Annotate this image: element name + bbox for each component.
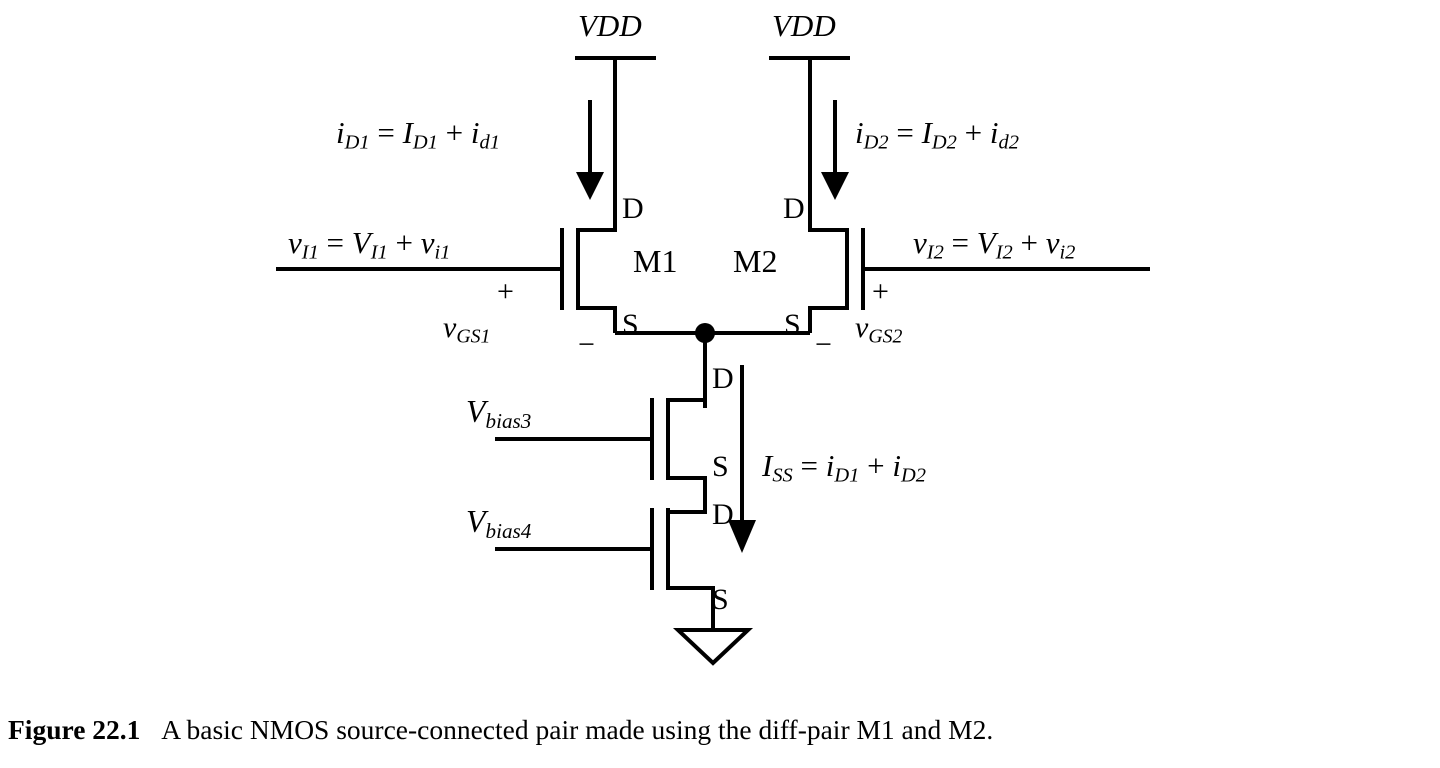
m4-drain-label: D [712,498,734,531]
id2-plus: + [964,115,983,150]
id1-equals: = [377,115,395,150]
id2-rhs2-sub: d2 [998,131,1019,154]
m3-drain-leg [668,398,707,408]
m3-drain-label: D [712,362,734,395]
iss-rhs2-var: i [892,448,901,483]
m4-source-leg [668,586,715,630]
vi1-rhs2-sub: i1 [434,241,451,264]
vbias3-label: Vbias3 [466,395,531,432]
iss-rhs1-var: i [825,448,835,483]
m2-drain-leg [808,228,847,232]
iss-rhs1-sub: D1 [834,464,860,487]
id1-rhs2-sub: d1 [479,131,500,154]
vgs2-sub: GS2 [868,325,903,348]
vi2-rhs2-var: v [1045,225,1060,260]
vgs1-sub: GS1 [456,325,491,348]
id2-lhs-var: i [855,115,864,150]
input-equation-vi2: vI2 = VI2 + vi2 [913,227,1075,263]
vgs1-minus-sign: − [578,328,595,361]
figure-caption: Figure 22.1 A basic NMOS source-connecte… [8,714,1432,746]
id1-plus: + [445,115,464,150]
vi2-plus: + [1020,225,1038,260]
figure-caption-label: Figure 22.1 [8,714,141,745]
vgs2-label: vGS2 [855,313,902,347]
iss-lhs-var: I [762,448,773,483]
vgs2-plus-sign: + [872,275,889,308]
vi2-rhs2-sub: i2 [1059,241,1076,264]
vi2-rhs1-var: V [976,225,996,260]
vbias4-label: Vbias4 [466,505,531,542]
iss-plus: + [867,448,885,483]
m3-source-label: S [712,450,729,483]
id1-rhs1-var: I [402,115,413,150]
vbias3-sub: bias3 [485,408,532,433]
circuit-schematic [276,56,1150,666]
ground-icon [672,628,754,666]
vi2-equals: = [951,225,970,260]
vbias3-var: V [466,393,486,429]
iss-equals: = [800,448,818,483]
m4-drain-leg [668,510,707,514]
source-junction-dot [695,323,715,343]
m4-source-label: S [712,583,729,616]
vi1-lhs-var: v [288,225,302,260]
vi1-rhs1-var: V [351,225,371,260]
id2-rhs1-sub: D2 [931,131,957,154]
vgs1-plus-sign: + [497,275,514,308]
current-equation-id1: iD1 = ID1 + id1 [336,117,500,153]
figure-caption-text: A basic NMOS source-connected pair made … [161,714,994,745]
vi2-rhs1-sub: I2 [995,241,1013,264]
id2-rhs1-var: I [921,115,932,150]
vi1-rhs2-var: v [420,225,435,260]
iss-lhs-sub: SS [772,464,793,487]
m1-drain-leg [578,228,617,232]
vgs2-minus-sign: − [815,328,832,361]
vi1-lhs-sub: I1 [301,241,319,264]
vi2-lhs-var: v [913,225,927,260]
current-equation-id2: iD2 = ID2 + id2 [855,117,1019,153]
vi1-rhs1-sub: I1 [370,241,388,264]
m1-source-leg [578,306,617,333]
vbias4-sub: bias4 [485,518,532,543]
m2-source-label: S [784,308,801,341]
vbias4-var: V [466,503,486,539]
vi1-equals: = [326,225,345,260]
m1-drain-label: D [622,192,644,225]
id1-rhs1-sub: D1 [412,131,438,154]
tail-current-equation: ISS = iD1 + iD2 [762,450,926,486]
iss-rhs2-sub: D2 [900,464,926,487]
transistor-label-m1: M1 [633,243,678,279]
vgs2-var: v [855,311,869,344]
id1-lhs-var: i [336,115,345,150]
vdd-label-right: VDD [772,8,836,43]
transistor-label-m2: M2 [733,243,778,279]
m2-source-leg [808,306,847,333]
id2-rhs2-var: i [989,115,999,150]
vdd-label-left: VDD [578,8,642,43]
input-equation-vi1: vI1 = VI1 + vi1 [288,227,450,263]
vgs1-var: v [443,311,457,344]
id2-equals: = [896,115,914,150]
vi2-lhs-sub: I2 [926,241,944,264]
vi1-plus: + [395,225,413,260]
current-arrow-id2-head [821,172,849,200]
m1-source-label: S [622,308,639,341]
m2-drain-label: D [783,192,805,225]
current-arrow-id1-head [576,172,604,200]
id2-lhs-sub: D2 [863,131,889,154]
vgs1-label: vGS1 [443,313,490,347]
id1-lhs-sub: D1 [344,131,370,154]
id1-rhs2-var: i [470,115,480,150]
m3-source-leg [668,476,707,512]
current-arrow-iss-head [728,520,756,553]
